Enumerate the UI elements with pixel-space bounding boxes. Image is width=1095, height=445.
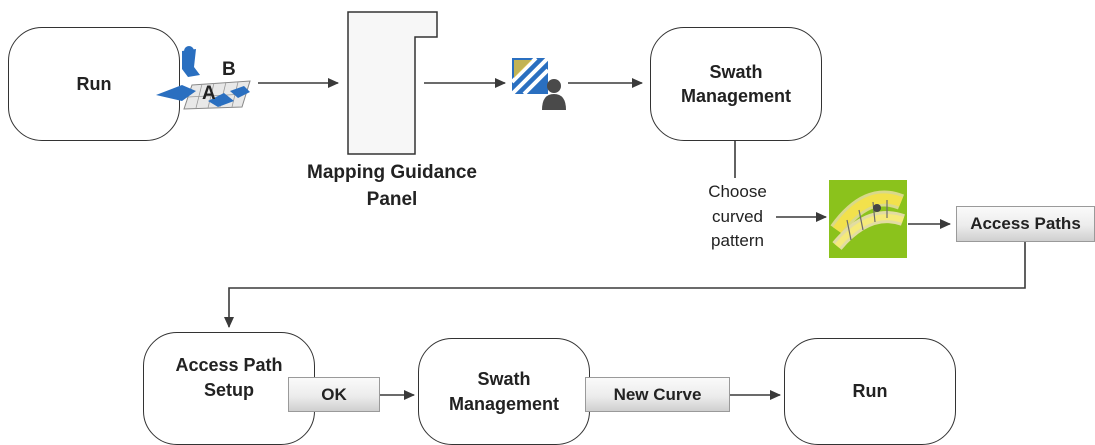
ok-button-label: OK bbox=[321, 384, 347, 404]
swath-management-node-2: Swath Management bbox=[418, 338, 590, 445]
access-path-setup-label: Access Path Setup bbox=[175, 355, 283, 400]
run-start-label: Run bbox=[76, 73, 112, 94]
new-curve-button-label: New Curve bbox=[613, 384, 702, 404]
ab-letter-b: B bbox=[222, 59, 236, 80]
swath-management-2-label: Swath Management bbox=[448, 369, 560, 414]
access-paths-button-label: Access Paths bbox=[970, 214, 1081, 233]
swath-management-node-1: Swath Management bbox=[650, 27, 822, 141]
run-end-label: Run bbox=[852, 381, 888, 402]
mapping-guidance-panel-shape bbox=[347, 11, 438, 155]
mapping-guidance-panel-label: Mapping Guidance Panel bbox=[307, 162, 477, 210]
edge-access-paths-to-setup bbox=[224, 242, 1026, 328]
ok-button[interactable]: OK bbox=[288, 377, 380, 412]
mapping-guidance-icon bbox=[510, 56, 566, 110]
swath-management-1-label: Swath Management bbox=[680, 61, 792, 106]
access-path-setup-node: Access Path Setup bbox=[143, 332, 315, 445]
run-end-node: Run bbox=[784, 338, 956, 445]
new-curve-button[interactable]: New Curve bbox=[585, 377, 730, 412]
curved-pattern-icon[interactable] bbox=[829, 180, 907, 258]
run-start-node: Run bbox=[8, 27, 180, 141]
access-paths-button[interactable]: Access Paths bbox=[956, 206, 1095, 242]
ab-line-icon: A B bbox=[156, 46, 251, 110]
choose-curved-pattern-label: Choose curved pattern bbox=[708, 182, 767, 251]
ab-letter-a: A bbox=[202, 83, 216, 104]
